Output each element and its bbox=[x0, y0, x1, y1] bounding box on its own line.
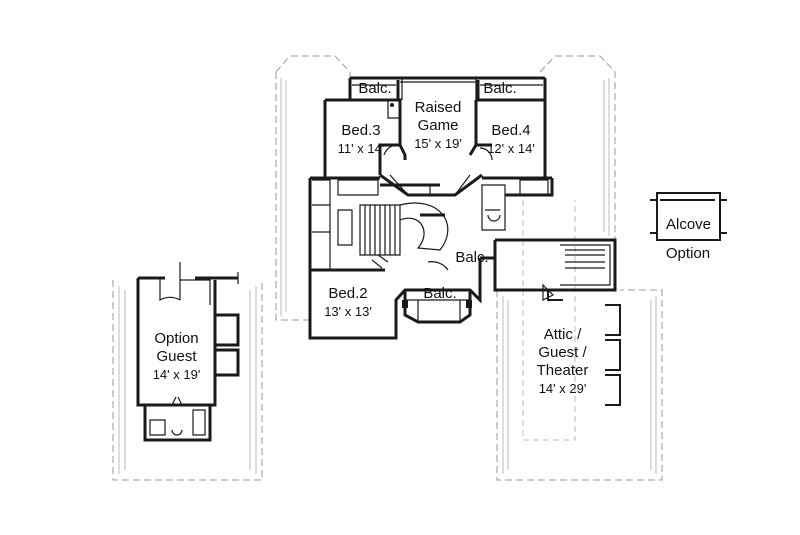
alcove-option-caption: Option bbox=[665, 245, 711, 262]
option-guest-line1: Option bbox=[154, 330, 199, 347]
alcove-walls bbox=[650, 192, 727, 241]
attic-dims: 14' x 29' bbox=[538, 381, 587, 396]
option-guest-walls bbox=[136, 276, 240, 442]
bed3-label: Bed.3 11' x 14' bbox=[326, 122, 396, 158]
attic-line3: Theater bbox=[536, 362, 589, 379]
option-guest-line2: Guest bbox=[156, 348, 197, 365]
balcony-mid-label: Balc. bbox=[455, 249, 489, 266]
bed4-name: Bed.4 bbox=[491, 122, 531, 139]
roof-outline-dashed bbox=[112, 55, 663, 481]
attic-walls bbox=[547, 290, 621, 406]
attic-label: Attic / Guest / Theater 14' x 29' bbox=[520, 326, 605, 398]
raised-game-label: Raised Game 15' x 19' bbox=[400, 99, 476, 153]
bed3-dims: 11' x 14' bbox=[337, 141, 385, 156]
bed2-label: Bed.2 13' x 13' bbox=[310, 285, 386, 321]
alcove-label: Alcove bbox=[665, 216, 712, 233]
option-guest-label: Option Guest 14' x 19' bbox=[138, 330, 215, 384]
bed2-dims: 13' x 13' bbox=[324, 304, 372, 319]
attic-line1: Attic / bbox=[543, 326, 582, 343]
interior-details bbox=[312, 78, 611, 322]
raised-game-line2: Game bbox=[417, 117, 459, 134]
raised-game-line1: Raised bbox=[414, 99, 462, 116]
bed2-name: Bed.2 bbox=[328, 285, 368, 302]
bed4-label: Bed.4 12' x 14' bbox=[476, 122, 546, 158]
attic-line2: Guest / bbox=[538, 344, 587, 361]
roof-hatch bbox=[118, 78, 657, 474]
bed4-dims: 12' x 14' bbox=[487, 141, 535, 156]
raised-game-dims: 15' x 19' bbox=[414, 136, 462, 151]
balcony-top-right-label: Balc. bbox=[483, 80, 517, 97]
bed3-name: Bed.3 bbox=[341, 122, 381, 139]
option-guest-details bbox=[149, 262, 239, 436]
balcony-posts bbox=[390, 103, 472, 308]
balcony-top-left-label: Balc. bbox=[358, 80, 392, 97]
option-guest-dims: 14' x 19' bbox=[152, 367, 201, 382]
balcony-bottom-label: Balc. bbox=[423, 285, 457, 302]
